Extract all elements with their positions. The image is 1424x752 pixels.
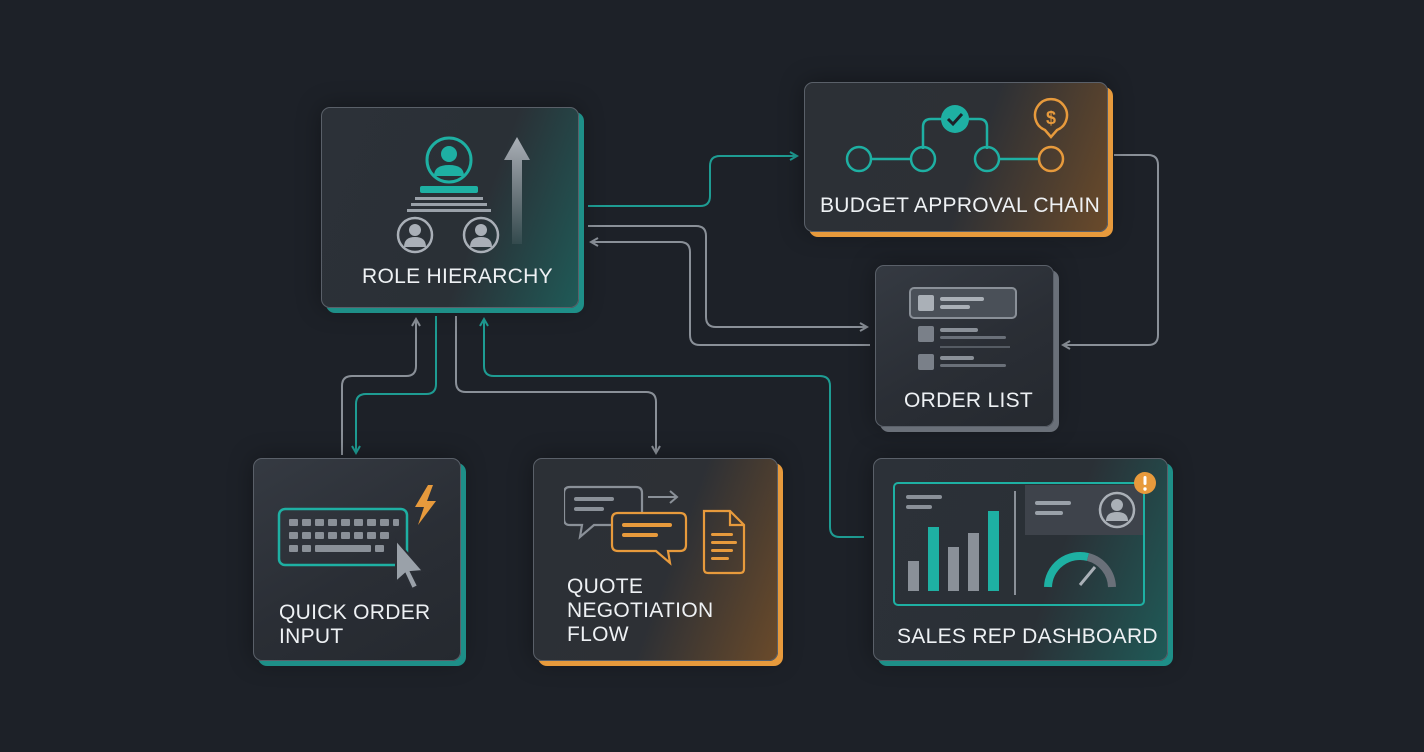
quick-order-input-node[interactable]: QUICK ORDER INPUT — [253, 458, 461, 661]
chat-document-icon — [564, 485, 746, 575]
connector-dashboard-to-role — [484, 320, 864, 538]
role-hierarchy-label: ROLE HIERARCHY — [362, 265, 553, 288]
role-hierarchy-node[interactable]: ROLE HIERARCHY — [321, 107, 579, 308]
alert-badge-icon — [1134, 472, 1156, 494]
dashboard-icon — [893, 482, 1145, 606]
org-hierarchy-icon — [396, 136, 530, 254]
budget-approval-chain-node[interactable]: $ BUDGET APPROVAL CHAIN — [804, 82, 1108, 232]
order-list-node[interactable]: ORDER LIST — [875, 265, 1054, 427]
approval-chain-icon: $ — [845, 98, 1069, 173]
connector-quickorder-to-role — [341, 320, 416, 455]
quick-order-input-label: QUICK ORDER INPUT — [279, 601, 431, 648]
connector-role-to-quote — [455, 316, 656, 452]
quote-negotiation-flow-label: QUOTE NEGOTIATION FLOW — [567, 575, 714, 646]
connector-orderlist-to-role — [592, 242, 870, 346]
list-icon — [909, 287, 1017, 370]
connector-role-to-orderlist — [588, 225, 866, 327]
connector-role-to-quickorder — [356, 316, 437, 452]
budget-approval-chain-label: BUDGET APPROVAL CHAIN — [820, 194, 1101, 217]
sales-rep-dashboard-label: SALES REP DASHBOARD — [897, 625, 1158, 648]
connector-budget-to-orderlist — [1064, 154, 1159, 345]
quote-negotiation-flow-node[interactable]: QUOTE NEGOTIATION FLOW — [533, 458, 778, 661]
keyboard-lightning-icon — [277, 485, 436, 591]
dollar-icon: $ — [1046, 108, 1056, 128]
connector-role-to-budget — [588, 156, 796, 207]
sales-rep-dashboard-node[interactable]: SALES REP DASHBOARD — [873, 458, 1168, 661]
order-list-label: ORDER LIST — [904, 389, 1034, 412]
